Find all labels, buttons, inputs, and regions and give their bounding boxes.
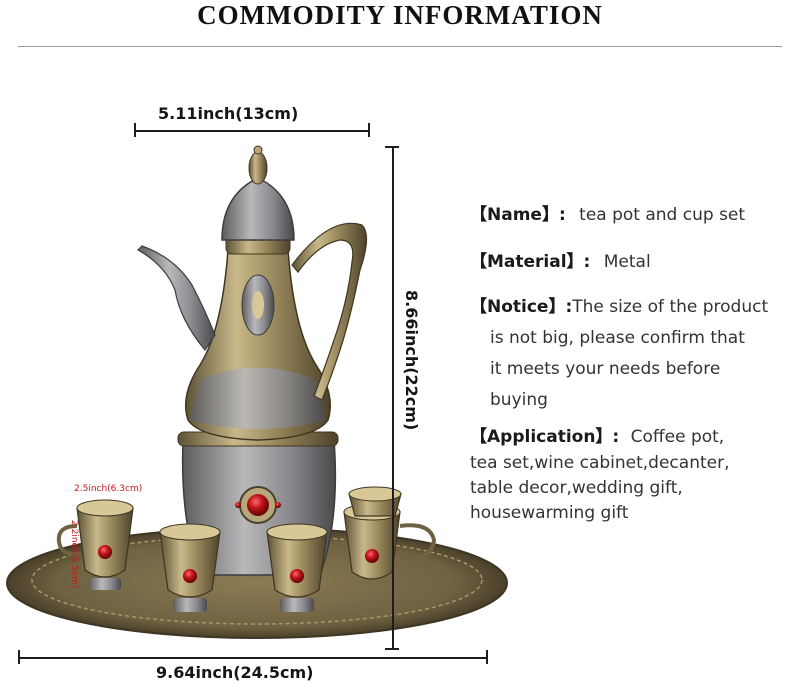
info-notice-line: The size of the product <box>572 297 769 317</box>
title-divider <box>18 46 782 47</box>
info-application-line: Coffee pot, <box>630 427 725 447</box>
info-application-key: 【Application】: <box>470 427 620 447</box>
tray-dimension-label: 9.64inch(24.5cm) <box>156 663 314 682</box>
info-notice-key: 【Notice】: <box>470 297 573 317</box>
teapot-spout <box>137 245 216 352</box>
cup <box>348 486 402 517</box>
info-application-row: 【Application】: Coffee pot, <box>470 422 724 453</box>
teapot-handle <box>291 222 368 401</box>
info-notice-line: it meets your needs before <box>490 359 721 379</box>
info-notice-line: buying <box>490 390 548 410</box>
width-dimension-label: 5.11inch(13cm) <box>158 104 299 123</box>
info-name-key: 【Name】: <box>470 205 566 225</box>
info-material-row: 【Material】: Metal <box>470 247 651 278</box>
gem <box>247 494 269 516</box>
cup <box>266 523 328 612</box>
cup <box>56 499 134 590</box>
info-notice-line: is not big, please confirm that <box>490 328 745 348</box>
info-application-line: table decor,wedding gift, <box>470 478 683 498</box>
cup-height-dimension: 2.2inch(5.5cm) <box>69 520 79 589</box>
info-notice-row: 【Notice】:The size of the product <box>470 292 768 323</box>
info-material-value: Metal <box>603 252 651 272</box>
info-application-line: housewarming gift <box>470 503 629 523</box>
teapot-lid <box>221 177 295 241</box>
info-name-row: 【Name】: tea pot and cup set <box>470 200 745 231</box>
info-material-key: 【Material】: <box>470 252 591 272</box>
height-dimension-label: 8.66inch(22cm) <box>402 290 421 431</box>
cup-width-dimension: 2.5inch(6.3cm) <box>74 484 143 494</box>
cup <box>343 503 437 580</box>
cup <box>159 523 221 612</box>
info-name-value: tea pot and cup set <box>579 205 746 225</box>
info-application-line: tea set,wine cabinet,decanter, <box>470 453 730 473</box>
page-title: COMMODITY INFORMATION <box>197 0 603 30</box>
